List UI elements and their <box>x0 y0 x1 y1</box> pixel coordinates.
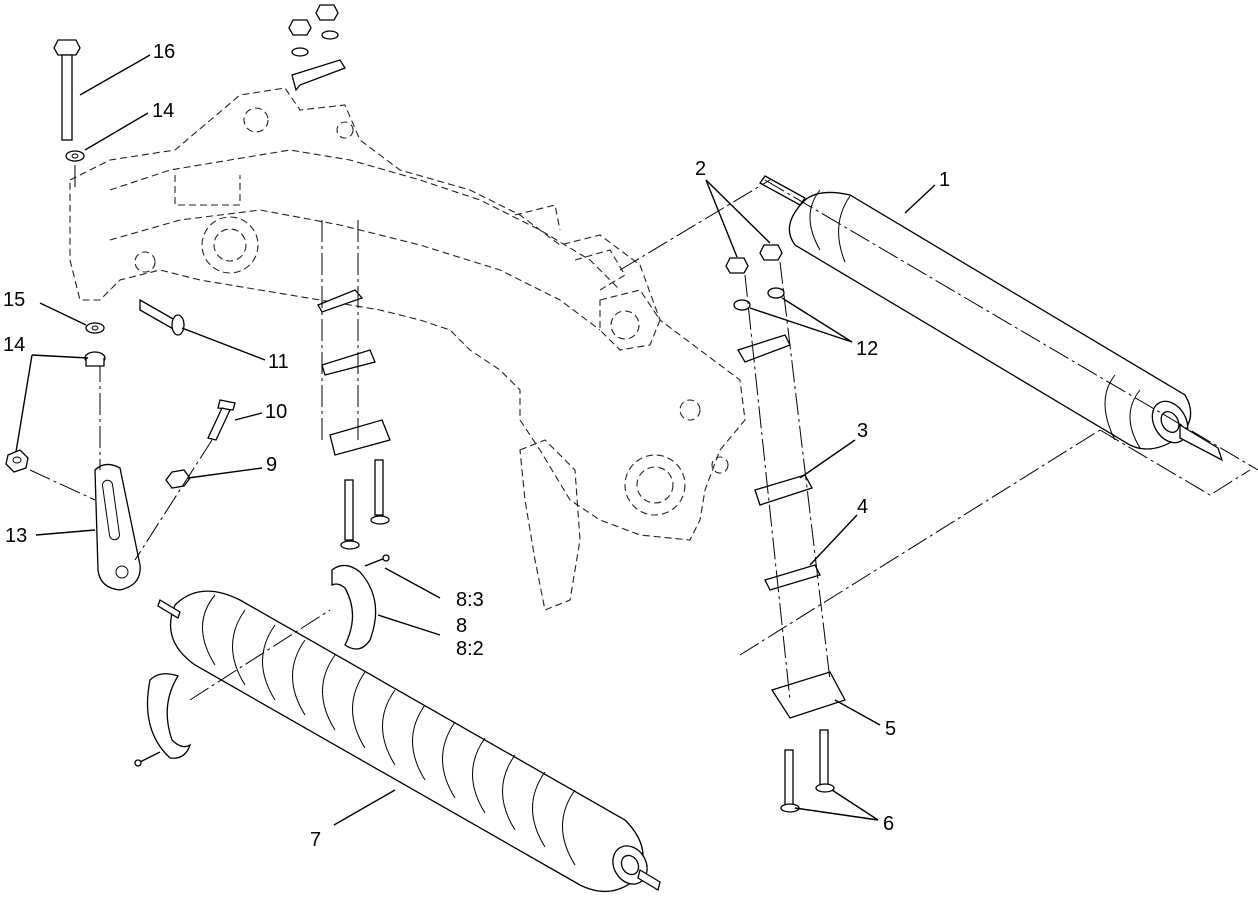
bolt-and-nut <box>134 399 236 561</box>
callout-4: 4 <box>857 496 868 518</box>
right-clamp-stack <box>725 244 1101 813</box>
callout-8-2: 8:2 <box>456 638 484 660</box>
rear-grooved-roller <box>157 590 661 892</box>
callout-10: 10 <box>265 401 287 423</box>
adjuster-bracket <box>29 360 141 591</box>
callout-15: 16 <box>153 41 175 63</box>
callout-14-middle: 15 <box>3 289 25 311</box>
callout-labels: 16 14 15 14 11 10 9 13 8:3 8 8:2 7 1 2 1… <box>3 41 950 851</box>
callout-7: 7 <box>310 829 321 851</box>
callout-1: 1 <box>939 169 950 191</box>
leader-lines <box>15 54 936 826</box>
callout-5: 5 <box>885 718 896 740</box>
pivot-pin <box>139 298 185 336</box>
callout-14-top: 14 <box>152 100 174 122</box>
scraper-clamp-8 <box>134 554 390 767</box>
callout-9: 9 <box>266 454 277 476</box>
callout-8: 8 <box>456 615 467 637</box>
callout-8-3: 8:3 <box>456 589 484 611</box>
callout-3: 3 <box>857 420 868 442</box>
callout-16: 12 <box>856 338 878 360</box>
callout-11: 11 <box>268 351 289 373</box>
adjust-bolt-stack <box>5 39 106 473</box>
carrier-frame-ghost <box>69 87 746 611</box>
callout-12: 13 <box>5 525 27 547</box>
center-clamp-stack <box>288 4 391 550</box>
callout-13: 14 <box>3 334 25 356</box>
front-roller <box>619 175 1258 496</box>
callout-6: 6 <box>883 813 894 835</box>
callout-2: 2 <box>695 158 706 180</box>
